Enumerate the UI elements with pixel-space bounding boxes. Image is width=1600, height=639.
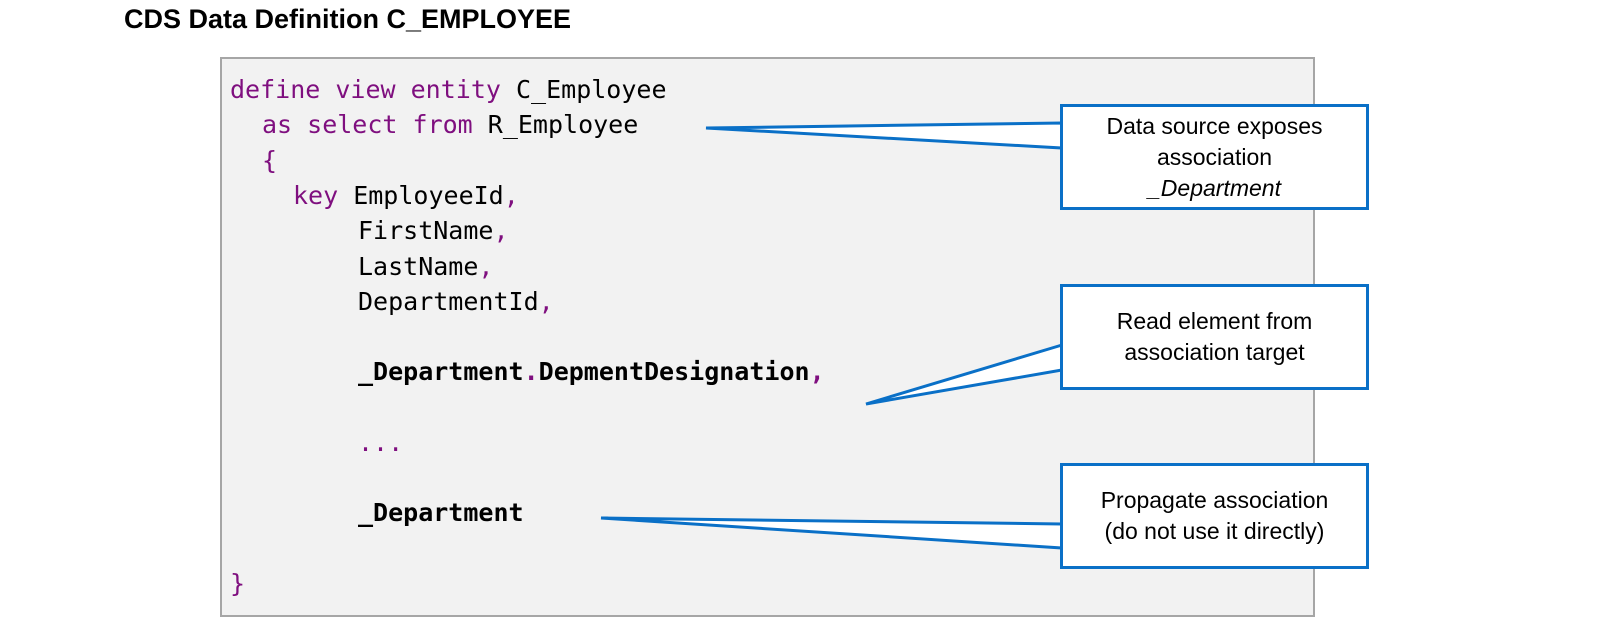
keyword-key: key xyxy=(293,181,339,210)
code-line-lastname: LastName, xyxy=(358,252,493,282)
comma: , xyxy=(809,357,825,386)
open-brace: { xyxy=(262,146,278,175)
callout-propagate-line1: Propagate association xyxy=(1100,487,1329,513)
callout-data-source-prefix: association xyxy=(1156,143,1273,170)
callout-read-element-line1: Read element from xyxy=(1116,308,1313,334)
close-brace: } xyxy=(230,569,246,598)
comma: , xyxy=(503,181,519,210)
field-depmentdesignation: DepmentDesignation xyxy=(538,357,810,386)
field-employeeid: EmployeeId xyxy=(338,181,504,210)
code-line-define: define view entity C_Employee xyxy=(230,75,667,105)
callout-read-element: Read element from association target xyxy=(1060,284,1369,390)
code-line-firstname: FirstName, xyxy=(358,216,509,246)
comma: , xyxy=(478,252,494,281)
callout-data-source-line2: association _Department xyxy=(1106,142,1322,204)
field-lastname: LastName xyxy=(358,252,479,281)
code-line-departmentid: DepartmentId, xyxy=(358,287,554,317)
association-department-exposed: _Department xyxy=(358,498,524,527)
data-source-name: R_Employee xyxy=(472,110,639,139)
ellipsis: ... xyxy=(358,428,404,457)
callout-read-element-line2: association target xyxy=(1124,339,1305,365)
association-department: _Department xyxy=(358,357,524,386)
code-line-path-expression: _Department.DepmentDesignation, xyxy=(358,357,825,387)
callout-propagate: Propagate association (do not use it dir… xyxy=(1060,463,1369,569)
diagram-title: CDS Data Definition C_EMPLOYEE xyxy=(124,4,572,34)
code-line-key: key EmployeeId, xyxy=(293,181,519,211)
path-dot: . xyxy=(523,357,539,386)
field-departmentid: DepartmentId xyxy=(358,287,539,316)
keyword-as-select-from: as select from xyxy=(262,110,473,139)
view-name: C_Employee xyxy=(500,75,667,104)
keyword-define-view-entity: define view entity xyxy=(230,75,501,104)
code-line-select: as select from R_Employee xyxy=(262,110,638,140)
callout-data-source-line1: Data source exposes xyxy=(1106,112,1323,139)
comma: , xyxy=(538,287,554,316)
callout-data-source-assoc-name: _Department xyxy=(1148,174,1281,201)
callout-data-source: Data source exposes association _Departm… xyxy=(1060,104,1369,210)
callout-propagate-line2: (do not use it directly) xyxy=(1104,518,1325,544)
comma: , xyxy=(493,216,509,245)
field-firstname: FirstName xyxy=(358,216,494,245)
